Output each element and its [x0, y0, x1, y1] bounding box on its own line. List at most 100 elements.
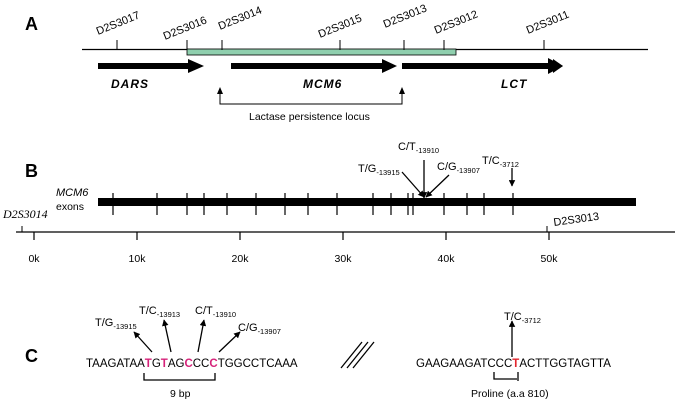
- snp-label-t-g-13915: T/G-13915: [95, 317, 137, 331]
- arrow-head-icon: [548, 58, 563, 74]
- gene-arrow-mcm6: [231, 59, 397, 73]
- snp-base: C/T: [398, 141, 416, 153]
- marker-ticks: [116, 40, 545, 50]
- panel-a: A D2S3017 D2S3016 D2S3014 D2S3015 D2S301…: [25, 2, 648, 123]
- snp-base: T/C: [504, 311, 522, 323]
- highlighted-base: C: [184, 358, 192, 370]
- break-line: [346, 341, 369, 369]
- sequence-segment: TAAGATAA: [86, 358, 145, 370]
- marker-label-d2s3011: D2S3011: [525, 9, 571, 37]
- gene-label-dars: DARS: [111, 77, 149, 91]
- snp-position: -13913: [157, 310, 180, 319]
- axis-tick-label: 20k: [232, 253, 250, 265]
- snp-base: T/C: [482, 155, 500, 167]
- sequence-segment: CC: [193, 358, 210, 370]
- snp-position: -3712: [500, 160, 519, 169]
- marker-label-d2s3016: D2S3016: [162, 14, 209, 42]
- sequence-segment: TGGCCTCAAA: [218, 358, 298, 370]
- snp-label-t-c-13913: T/C-13913: [139, 305, 180, 319]
- span-label: 9 bp: [170, 388, 191, 400]
- gene-label-mcm6: MCM6: [303, 77, 342, 91]
- left-dna-sequence: TAAGATAATGTAGCCCCTGGCCTCAAA: [86, 358, 298, 370]
- break-line: [352, 341, 375, 369]
- snp-label-c-g-13907: C/G-13907: [437, 161, 480, 175]
- highlighted-base: T: [145, 358, 152, 370]
- panel-c-label: C: [25, 346, 38, 366]
- snp-label-t-g-13915: T/G-13915: [358, 163, 400, 177]
- arrow-head-icon: [188, 59, 204, 73]
- snp-label-c-g-13907: C/G-13907: [238, 322, 281, 336]
- sequence-segment: ACTTGGTAGTTA: [519, 358, 611, 370]
- axis-ticks: 0k 10k 20k 30k 40k 50k: [28, 232, 558, 265]
- snp-arrows: [401, 160, 516, 199]
- marker-label-d2s3014: D2S3014: [217, 4, 264, 32]
- gene-arrow-lct: [402, 58, 563, 74]
- snp-position: -13907: [258, 327, 281, 336]
- snp-base: T/G: [95, 317, 113, 329]
- highlighted-base: C: [209, 358, 217, 370]
- highlighted-base: T: [161, 358, 168, 370]
- lactase-persistence-locus-label: Lactase persistence locus: [249, 111, 370, 123]
- mcm6-exons-label: exons: [56, 201, 84, 213]
- marker-label-d2s3015: D2S3015: [317, 12, 364, 40]
- arrow-up-icon: [399, 87, 405, 94]
- highlighted-base: T: [512, 358, 519, 370]
- axis-tick-label: 50k: [541, 253, 559, 265]
- sequence-segment: AG: [168, 358, 185, 370]
- snp-base: C/T: [195, 305, 213, 317]
- lactase-region-highlight: [186, 48, 457, 56]
- snp-position: -13915: [376, 168, 399, 177]
- locus-bracket: [217, 87, 405, 105]
- axis-tick-label: 30k: [335, 253, 353, 265]
- snp-label-t-c-3712: T/C-3712: [504, 311, 541, 325]
- snp-arrow-c-g-13907: [425, 174, 450, 198]
- mcm6-exons-gene-label: MCM6: [56, 187, 89, 199]
- gene-arrow-shaft: [231, 63, 383, 69]
- axis-tick-label: 10k: [129, 253, 147, 265]
- panel-b: B MCM6 exons C/T-13910 T/G-13915 C/G-139…: [2, 141, 675, 265]
- right-dna-sequence: GAAGAAGATCCCTACTTGGTAGTTA: [416, 358, 611, 370]
- panel-b-label: B: [25, 161, 38, 181]
- left-snp-arrows: [133, 319, 241, 353]
- panel-a-label: A: [25, 14, 38, 34]
- sequence-break-icon: [340, 341, 375, 369]
- break-line: [340, 341, 363, 369]
- marker-label-d2s3012: D2S3012: [433, 8, 480, 36]
- arrow-head-icon: [382, 59, 397, 73]
- gene-label-lct: LCT: [501, 77, 528, 91]
- codon-label: Proline (a.a 810): [471, 388, 549, 400]
- snp-arrow-t-g-13915: [401, 171, 425, 198]
- exon-ticks: [112, 193, 514, 215]
- marker-label-d2s3017: D2S3017: [95, 9, 142, 37]
- marker-label-d2s3013: D2S3013: [553, 211, 600, 229]
- snp-position: -13915: [113, 322, 136, 331]
- snp-position: -13907: [457, 166, 480, 175]
- axis-tick-label: 0k: [28, 253, 40, 265]
- snp-label-c-t-13910: C/T-13910: [195, 305, 236, 319]
- snp-base: C/G: [437, 161, 457, 173]
- gene-arrow-dars: [98, 59, 204, 73]
- snp-arrow-c-g-13907: [218, 331, 241, 353]
- gene-arrow-shaft: [98, 63, 190, 69]
- gene-arrow-shaft: [402, 63, 554, 69]
- codon-bracket: [493, 372, 517, 380]
- snp-base: C/G: [238, 322, 258, 334]
- snp-arrow-t-g-13915: [133, 331, 153, 353]
- axis-tick-label: 40k: [438, 253, 456, 265]
- sequence-segment: G: [152, 358, 161, 370]
- snp-base: T/C: [139, 305, 157, 317]
- snp-arrow-c-t-13910: [197, 319, 207, 353]
- bracket-line: [219, 92, 403, 105]
- marker-label-d2s3013: D2S3013: [382, 2, 429, 30]
- panel-c: C T/G-13915 T/C-13913 C/T-13910 C/G-1390…: [25, 305, 611, 400]
- snp-arrow-t-c-13913: [162, 319, 172, 353]
- snp-base: T/G: [358, 163, 376, 175]
- snp-position: -13910: [416, 146, 439, 155]
- arrow-up-icon: [217, 87, 223, 94]
- snp-position: -13910: [213, 310, 236, 319]
- snp-position: -3712: [522, 316, 541, 325]
- span-bracket: [143, 373, 216, 381]
- snp-label-c-t-13910: C/T-13910: [398, 141, 439, 155]
- mcm6-gene-bar: [98, 198, 636, 206]
